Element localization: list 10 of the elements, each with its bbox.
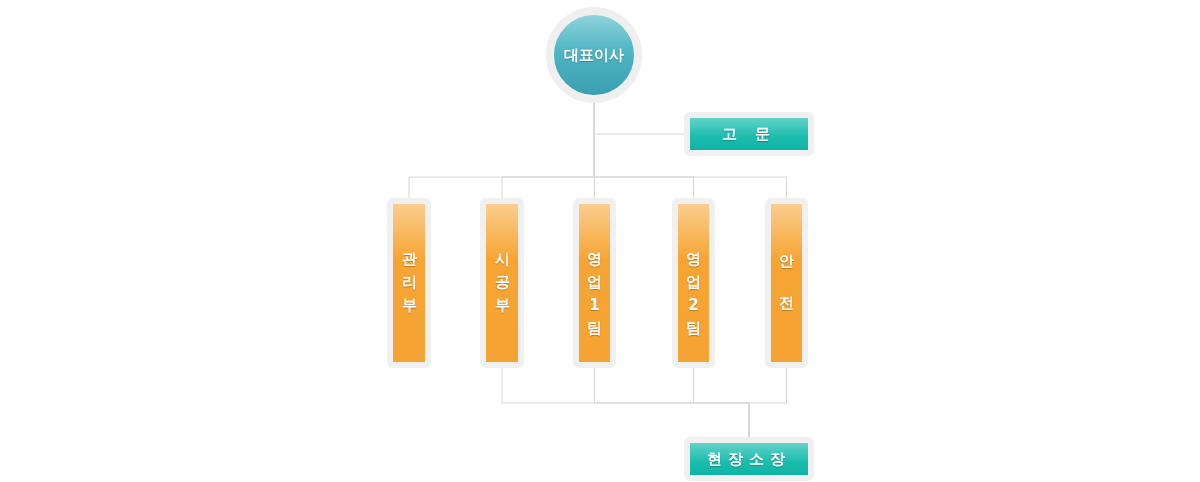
connector-line <box>748 367 787 438</box>
department-box: 영업2팀 <box>672 198 715 368</box>
department-box: 관리부 <box>387 198 431 368</box>
org-box: 현장소장 <box>684 437 814 481</box>
department-box: 안전 <box>765 198 808 368</box>
circle-node: 대표이사 <box>546 7 642 103</box>
department-box: 시공부 <box>480 198 524 368</box>
connector-line <box>593 102 787 199</box>
department-box: 영업1팀 <box>573 198 616 368</box>
org-box: 고 문 <box>684 112 814 156</box>
